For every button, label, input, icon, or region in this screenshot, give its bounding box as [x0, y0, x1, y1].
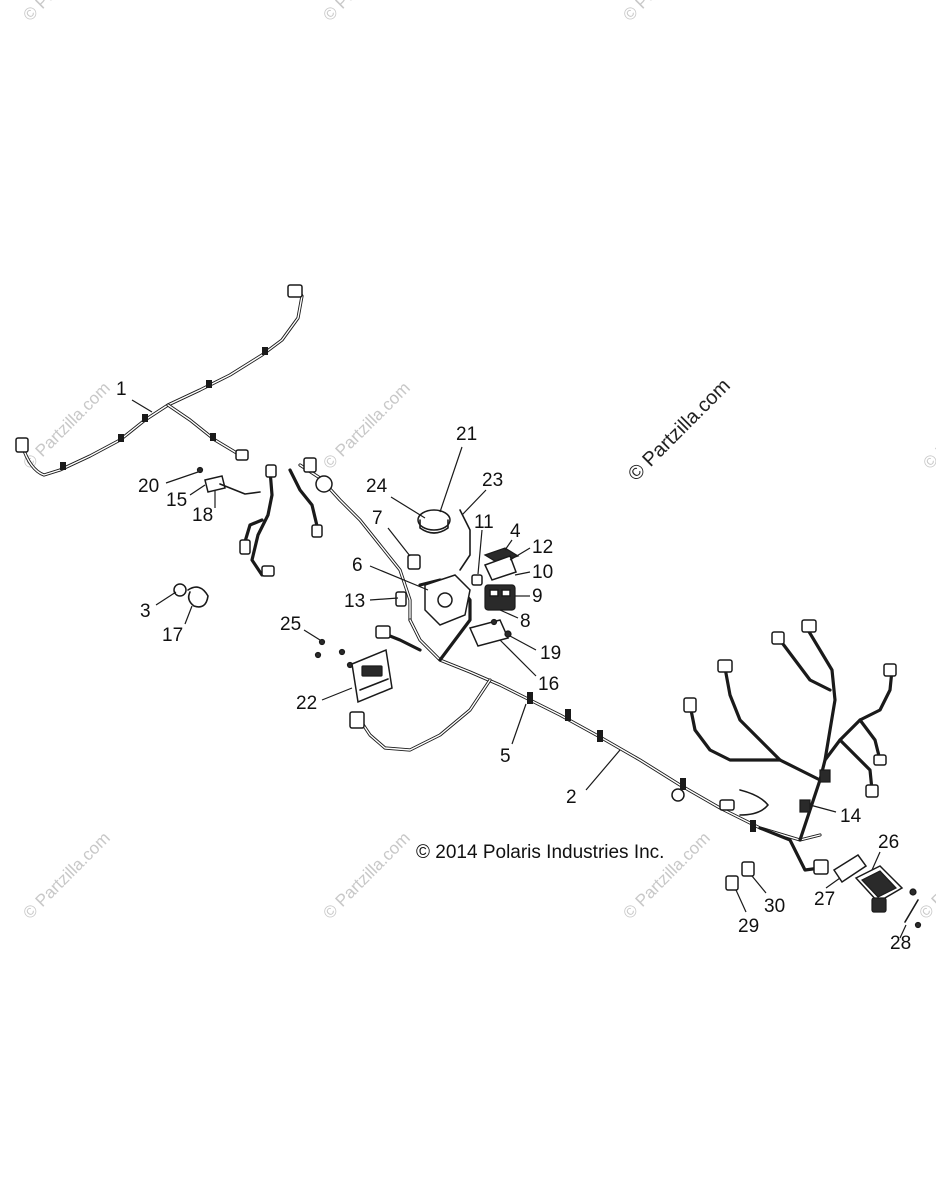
copyright-text: © 2014 Polaris Industries Inc. [416, 842, 664, 863]
callout-27: 27 [814, 889, 835, 910]
callout-22: 22 [296, 693, 317, 714]
callout-9: 9 [532, 586, 543, 607]
watermark-tl: © Partzilla.com [19, 0, 113, 25]
callout-7: 7 [372, 508, 383, 529]
watermark-tr: © Partzilla.com [619, 0, 713, 25]
callout-28: 28 [890, 933, 911, 954]
callout-2: 2 [566, 787, 577, 808]
watermark-bc: © Partzilla.com [319, 828, 413, 922]
callout-12: 12 [532, 537, 553, 558]
callout-19: 19 [540, 643, 561, 664]
watermark-br2: © Partzilla.com [915, 828, 936, 922]
callout-25: 25 [280, 614, 301, 635]
callout-23: 23 [482, 470, 503, 491]
watermark-layer: © Partzilla.com © Partzilla.com © Partzi… [19, 0, 936, 923]
callout-8: 8 [520, 611, 531, 632]
callout-29: 29 [738, 916, 759, 937]
watermark-ml: © Partzilla.com [19, 378, 113, 472]
callout-6: 6 [352, 555, 363, 576]
callout-1: 1 [116, 379, 127, 400]
callout-15: 15 [166, 490, 187, 511]
callout-21: 21 [456, 424, 477, 445]
watermark-main: © Partzilla.com [624, 375, 735, 486]
harness-2-main [239, 457, 897, 875]
callout-3: 3 [140, 601, 151, 622]
callout-4: 4 [510, 521, 521, 542]
callout-24: 24 [366, 476, 388, 497]
watermark-mr: © Partzilla.com [919, 378, 936, 472]
callout-20: 20 [138, 476, 159, 497]
parts-left [173, 466, 393, 704]
callout-13: 13 [344, 591, 365, 612]
callout-26: 26 [878, 832, 899, 853]
watermark-bl: © Partzilla.com [19, 828, 113, 922]
callout-30: 30 [764, 896, 785, 917]
watermark-tc: © Partzilla.com [319, 0, 413, 25]
leader-lines [131, 399, 907, 939]
callout-5: 5 [500, 746, 511, 767]
callout-14: 14 [840, 806, 862, 827]
harness-1 [15, 284, 304, 477]
callout-labels: 1 2 3 4 5 6 7 8 9 10 11 12 13 14 15 16 1… [116, 379, 911, 954]
callout-10: 10 [532, 562, 553, 583]
callout-16: 16 [538, 674, 559, 695]
parts-cluster-center [395, 509, 520, 647]
callout-11: 11 [474, 512, 494, 533]
watermark-mc: © Partzilla.com [319, 378, 413, 472]
callout-18: 18 [192, 505, 213, 526]
callout-17: 17 [162, 625, 183, 646]
